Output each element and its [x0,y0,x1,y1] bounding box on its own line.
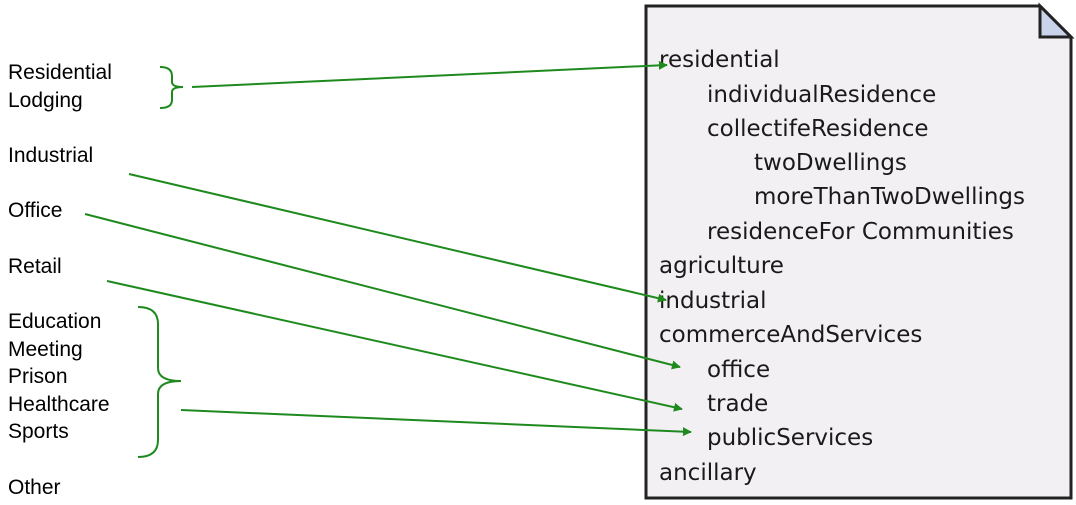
brace-public-services-group [137,306,182,458]
doc-item-residence-for-communities: residenceFor Communities [707,219,1014,245]
arrow-industrial-to-industrial [128,173,667,303]
arrow-public-group-to-public-services [180,409,692,437]
doc-item-two-dwellings: twoDwellings [754,150,907,176]
doc-item-office: office [707,357,770,383]
doc-item-public-services: publicServices [707,425,873,451]
label-prison: Prison [8,365,68,388]
doc-item-agriculture: agriculture [659,253,784,279]
label-other: Other [8,476,61,499]
label-office: Office [8,199,63,222]
label-sports: Sports [8,420,69,443]
brace-residential-lodging [159,66,184,109]
doc-item-commerce-and-services: commerceAndServices [659,322,922,348]
arrow-retail-to-trade [106,280,683,412]
label-education: Education [8,310,102,333]
label-retail: Retail [8,255,62,278]
doc-item-more-than-two-dwellings: moreThanTwoDwellings [754,184,1025,210]
doc-item-collectife-residence: collectifeResidence [707,116,929,142]
document-shape [644,4,1073,500]
doc-item-residential: residential [659,47,780,73]
arrow-residential-lodging-to-residential [191,60,668,88]
doc-item-ancillary: ancillary [659,460,757,486]
doc-item-industrial: industrial [659,288,766,314]
label-meeting: Meeting [8,338,83,361]
doc-item-trade: trade [707,391,768,417]
label-residential: Residential [8,61,112,84]
label-healthcare: Healthcare [8,393,110,416]
doc-item-individual-residence: individualResidence [707,82,936,108]
label-industrial: Industrial [8,144,94,167]
document-fold-corner [1038,2,1075,39]
arrow-office-to-office [84,213,681,370]
label-lodging: Lodging [8,89,83,112]
